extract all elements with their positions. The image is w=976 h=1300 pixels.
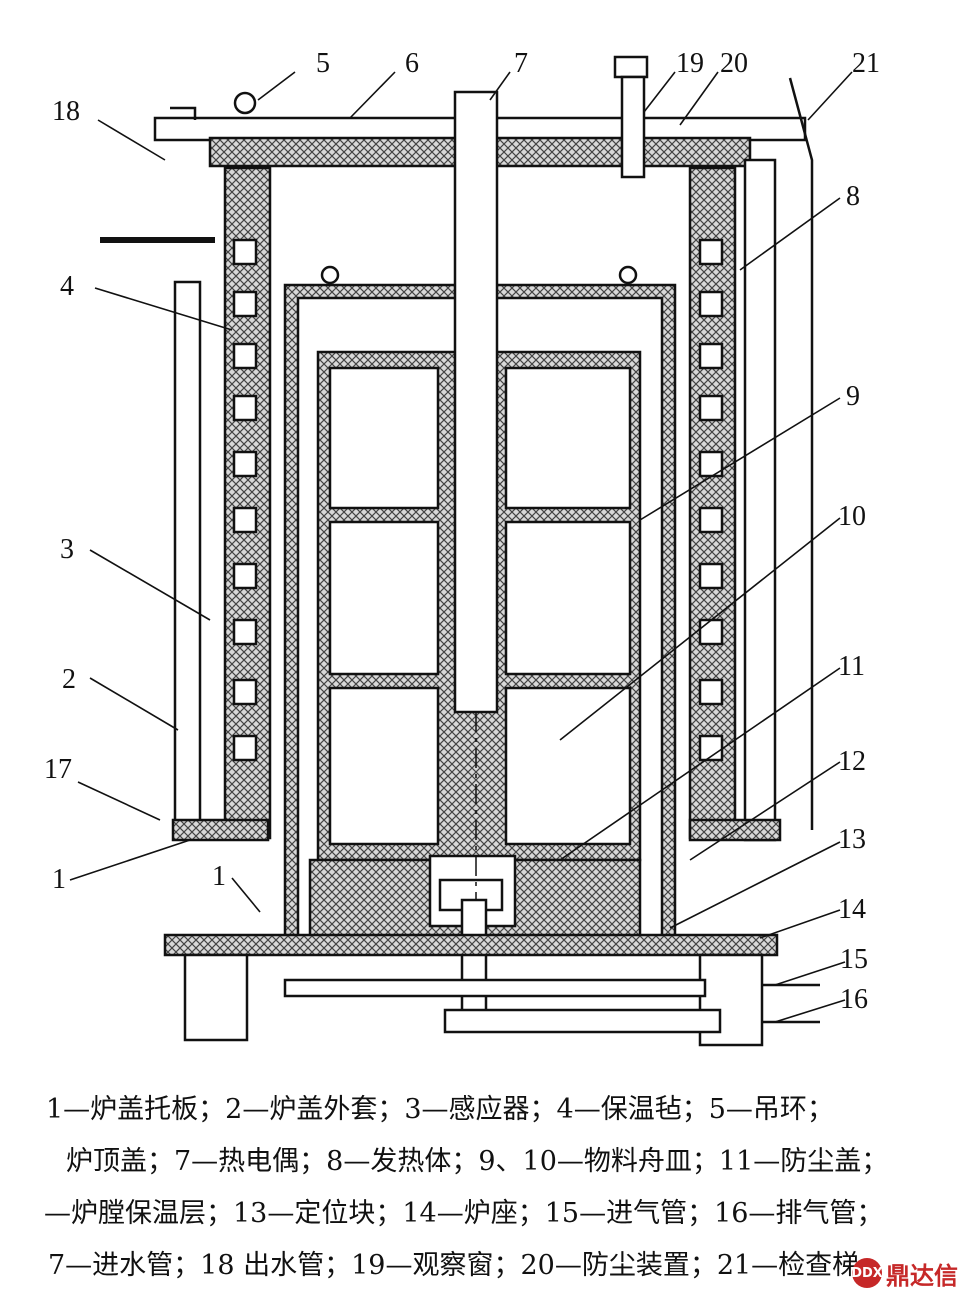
callout-14: 14: [838, 894, 866, 925]
left-inductor-windows: [232, 238, 258, 762]
callout-2: 2: [62, 664, 76, 695]
callout-12: 12: [838, 746, 866, 777]
brand-watermark-text: 鼎达信: [886, 1261, 958, 1290]
left-wall: [100, 166, 272, 842]
observation-window: [613, 55, 649, 179]
callout-17: 17: [44, 754, 72, 785]
callout-10: 10: [838, 501, 866, 532]
callout-20: 20: [720, 48, 748, 79]
furnace-diagram: 1 1 2 3 4 5 6 7 8 9 10 11 12 13 14 15 16…: [44, 48, 880, 1047]
callout-13: 13: [838, 824, 866, 855]
callout-3: 3: [60, 534, 74, 565]
callout-6: 6: [405, 48, 419, 79]
figure-caption: 1—炉盖托板；2—炉盖外套；3—感应器；4—保温毡；5—吊环； 炉顶盖；7—热电…: [0, 1088, 976, 1300]
callout-16: 16: [840, 984, 868, 1015]
callout-9: 9: [846, 381, 860, 412]
thermocouple: [453, 90, 499, 1032]
right-wall: [688, 77, 814, 842]
caption-line: 1—炉盖托板；2—炉盖外套；3—感应器；4—保温毡；5—吊环；: [46, 1094, 834, 1125]
furnace-base: [163, 933, 820, 1047]
callout-18: 18: [52, 96, 80, 127]
caption-line: 7—进水管；18 出水管；19—观察窗；20—防尘装置；21—检查梯: [48, 1250, 860, 1281]
callout-1-upper: 1: [212, 861, 226, 892]
callout-15: 15: [840, 944, 868, 975]
brand-watermark: DDX 鼎达信: [851, 1256, 958, 1290]
brand-logo-icon: DDX: [851, 1258, 883, 1288]
callout-7: 7: [514, 48, 528, 79]
callout-1-lower: 1: [52, 864, 66, 895]
callout-5: 5: [316, 48, 330, 79]
callout-21: 21: [852, 48, 880, 79]
right-inductor-windows: [698, 238, 724, 762]
callout-11: 11: [838, 651, 865, 682]
caption-line: 炉顶盖；7—热电偶；8—发热体；9、10—物料舟皿；11—防尘盖；: [66, 1146, 889, 1177]
callout-19: 19: [676, 48, 704, 79]
leader-lines: [69, 71, 853, 1023]
callout-labels: 1 1 2 3 4 5 6 7 8 9 10 11 12 13 14 15 16…: [44, 48, 880, 1015]
caption-line: —炉膛保温层；13—定位块；14—炉座；15—进气管；16—排气管；: [44, 1198, 884, 1229]
callout-4: 4: [60, 271, 74, 302]
callout-8: 8: [846, 181, 860, 212]
